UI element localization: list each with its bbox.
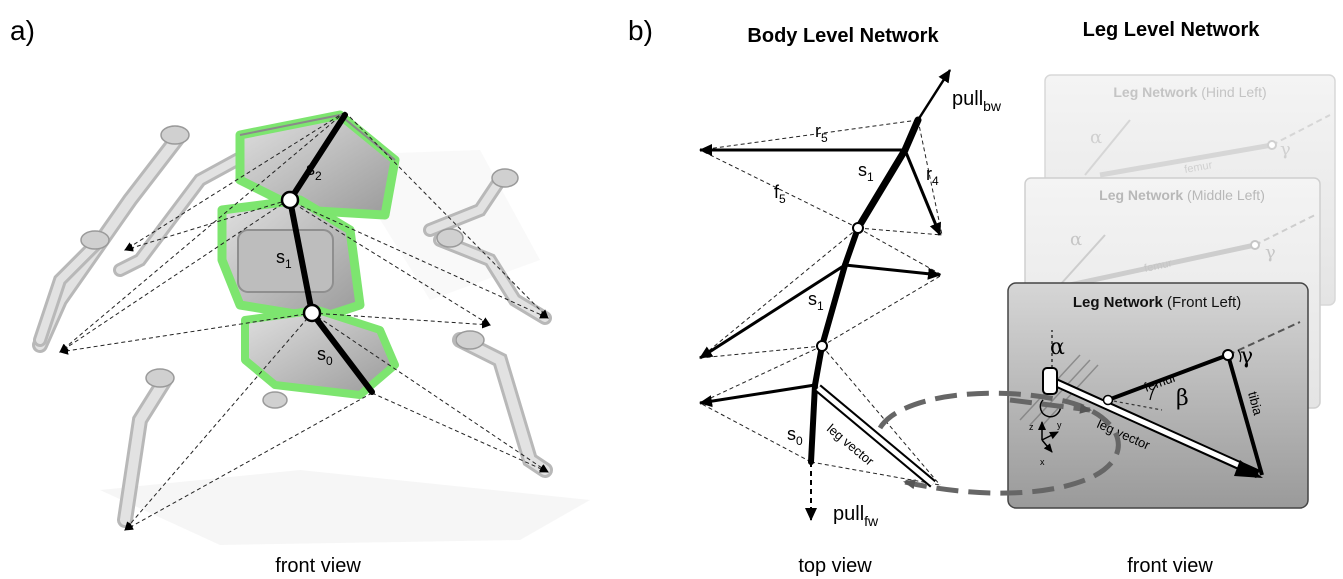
tibia-link	[1226, 354, 1264, 476]
femur-extension	[1227, 321, 1301, 356]
spine-joint-upper	[280, 190, 300, 210]
robot-spine	[287, 112, 375, 395]
hind-alpha-label: α	[1090, 127, 1102, 148]
body-leg-links	[699, 144, 942, 408]
robot-body	[217, 110, 400, 399]
front-beta-label: β	[1176, 386, 1189, 411]
label-pull-bw: pullbw	[952, 88, 1002, 114]
body-spine	[808, 116, 922, 465]
pull-bw-arrow	[916, 69, 952, 121]
axis-z-label: z	[1029, 422, 1034, 432]
link-ellipse	[877, 390, 1121, 496]
leg-card-front-title: Leg Network (Front Left)	[1073, 294, 1241, 311]
body-joint-lower	[816, 340, 828, 352]
leg-level-title: Leg Level Network	[1083, 19, 1261, 41]
axis-x-label: x	[1040, 457, 1045, 467]
beta-arc	[1149, 381, 1159, 401]
body-level-title: Body Level Network	[747, 25, 939, 47]
alpha-arc	[1039, 399, 1062, 418]
spine-joint-lower	[302, 303, 322, 323]
label-r5: r5	[815, 121, 828, 145]
body-joint-upper	[852, 222, 864, 234]
gamma-arc	[1237, 349, 1242, 363]
femur-link	[1107, 353, 1229, 402]
label-r4: r4	[926, 164, 939, 188]
front-alpha-label: α	[1050, 335, 1065, 360]
leg-card-hind-title: Leg Network (Hind Left)	[1113, 84, 1266, 100]
middle-femur-label: femur	[1143, 257, 1173, 275]
label-s1-mid: s1	[808, 289, 824, 313]
front-gamma-label: γ	[1240, 344, 1253, 369]
leg-card-front: Leg Network (Front Left)	[1007, 282, 1309, 509]
axis-y-label: y	[1057, 420, 1062, 430]
label-s0-top: s0	[787, 424, 803, 448]
label-s0-robot: s0	[317, 344, 333, 368]
coordinate-axes	[1038, 421, 1059, 453]
body-leg-vector	[815, 384, 936, 488]
label-s1-robot: s1	[276, 247, 292, 271]
label-s2: s2	[306, 159, 322, 183]
hind-femur-label: femur	[1183, 159, 1213, 176]
label-pull-fw: pullfw	[833, 503, 879, 529]
caption-top-view: top view	[798, 555, 872, 577]
robot-legs	[32, 127, 553, 528]
panel-a-letter: a)	[10, 15, 35, 46]
caption-front-view-a: front view	[275, 555, 361, 577]
link-ellipse-arrow-right	[1009, 397, 1092, 414]
middle-alpha-label: α	[1070, 229, 1082, 250]
hind-gamma-label: γ	[1280, 139, 1291, 160]
panel-b-letter: b)	[628, 15, 653, 46]
front-leg-vector	[1048, 375, 1263, 479]
robot-dashed-vectors	[59, 111, 549, 531]
label-f5: f5	[774, 182, 786, 206]
coxa-mount	[1042, 367, 1058, 395]
caption-front-view-b: front view	[1127, 555, 1213, 577]
label-s1-top: s1	[858, 160, 874, 184]
tibia-joint	[1222, 349, 1234, 361]
leg-card-middle-title: Leg Network (Middle Left)	[1099, 187, 1265, 203]
middle-gamma-label: γ	[1265, 242, 1276, 263]
front-tibia-label: tibia	[1245, 390, 1266, 418]
femur-joint	[1102, 394, 1114, 406]
body-dashed-links	[699, 119, 943, 486]
